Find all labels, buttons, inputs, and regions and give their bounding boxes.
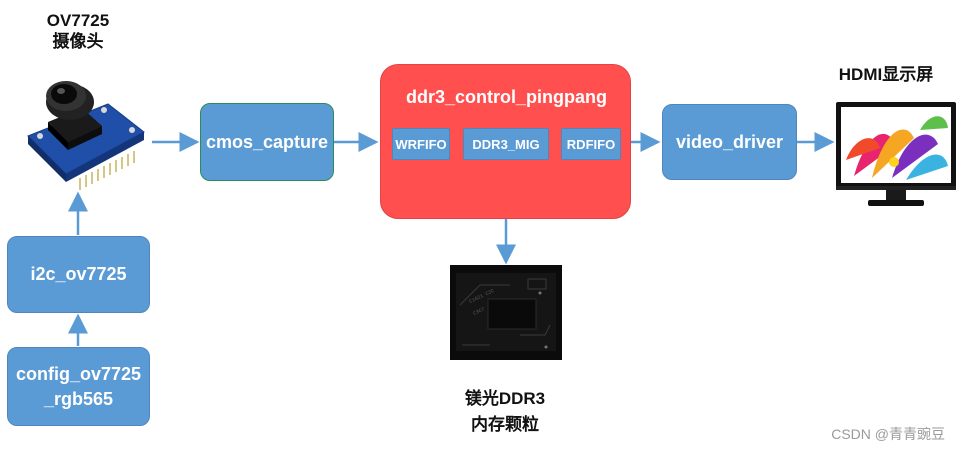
i2c-ov7725-label: i2c_ov7725 [30, 264, 127, 284]
rdfifo-label: RDFIFO [566, 136, 616, 152]
cmos-capture-block: cmos_capture [200, 103, 334, 181]
config-label-line2: _rgb565 [43, 388, 114, 409]
ddr3-chip-title-line2: 内存颗粒 [471, 415, 539, 435]
wrfifo-label: WRFIFO [395, 136, 447, 152]
ddr3-chip-image: C1621 C2C C3C7 [450, 265, 562, 360]
ddr3-control-pingpang-block: ddr3_control_pingpang WRFIFO DDR3_MIG RD… [380, 64, 631, 219]
ddr3-mig-label: DDR3_MIG [472, 136, 540, 152]
camera-title-line2: 摄像头 [52, 32, 104, 52]
ddr3-chip-title-line1: 镁光DDR3 [464, 389, 546, 408]
video-driver-block: video_driver [662, 104, 797, 180]
cmos-capture-label: cmos_capture [205, 131, 329, 152]
config-ov7725-block: config_ov7725 _rgb565 [7, 347, 150, 426]
csdn-watermark: CSDN @青青豌豆 [831, 426, 945, 442]
monitor-image [836, 102, 956, 206]
wrfifo-block: WRFIFO [392, 128, 450, 160]
ddr3-mig-block: DDR3_MIG [463, 128, 549, 160]
rdfifo-block: RDFIFO [561, 128, 621, 160]
i2c-ov7725-block: i2c_ov7725 [7, 236, 150, 313]
svg-text:C3C7: C3C7 [472, 306, 485, 317]
camera-title-line1: OV7725 [46, 11, 110, 30]
config-label-line1: config_ov7725 [15, 364, 142, 385]
video-driver-label: video_driver [675, 131, 784, 152]
camera-title: OV7725 摄像头 [36, 10, 120, 53]
monitor-title: HDMI显示屏 [838, 65, 934, 84]
ddr3-chip-title: 镁光DDR3 内存颗粒 [440, 386, 570, 439]
ddr3-control-title: ddr3_control_pingpang [405, 87, 607, 107]
camera-module-image [27, 81, 145, 190]
